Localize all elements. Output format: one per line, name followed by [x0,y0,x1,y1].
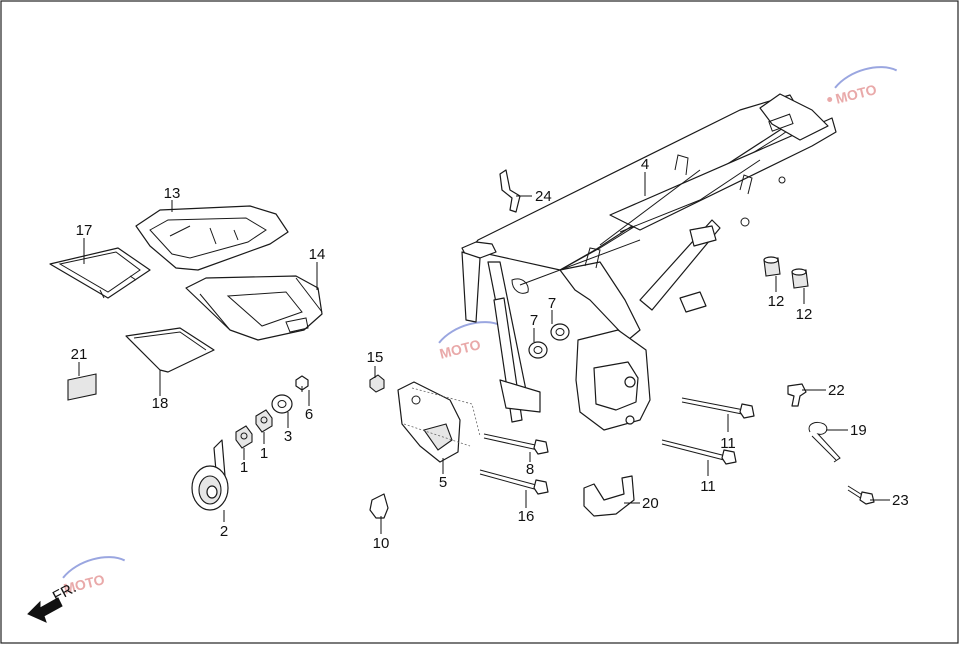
callout-18: 18 [152,395,169,412]
callout-12b: 12 [796,306,813,323]
callout-11: 11 [720,435,736,452]
part-21-label [67,373,97,401]
callout-19: 19 [850,422,867,439]
part-12-rubber-b [791,268,809,289]
callout-1: 1 [240,459,248,476]
callout-15: 15 [367,349,384,366]
callout-17: 17 [76,222,93,239]
callout-23: 23 [892,492,909,509]
callout-11b: 11 [700,478,716,495]
part-22-fastener [787,383,807,407]
part-1-nut-b [255,409,273,433]
part-10-clip [369,493,389,519]
callout-6: 6 [305,406,313,423]
callout-12: 12 [768,293,785,310]
callout-10: 10 [373,535,390,552]
callout-1b: 1 [260,445,268,462]
watermark-center: MOTO [438,321,502,362]
main-frame [461,93,837,431]
callout-2: 2 [220,523,228,540]
callout-14: 14 [309,246,326,263]
part-18-panel [125,327,215,373]
front-arrow-icon [27,597,63,623]
callout-8: 8 [526,461,534,478]
callout-3: 3 [284,428,292,445]
part-8-bolt [483,433,549,455]
watermark-text: MOTO [834,81,878,107]
callout-16: 16 [518,508,535,525]
leader-lines [78,172,890,534]
part-17-panel [49,247,151,299]
part-19-spring [808,421,841,463]
part-23-bolt [847,485,875,505]
part-12-rubber [763,256,781,277]
part-2-horn [191,439,229,511]
part-1-nut [235,425,253,449]
part-20-bracket [583,475,635,517]
part-7-bushing [528,341,548,359]
front-direction-indicator: FR. [27,579,79,623]
part-16-bolt [479,469,549,495]
callout-7: 7 [530,312,538,329]
callout-21: 21 [71,346,88,363]
part-24-bracket [499,169,521,213]
watermark-text: MOTO [438,336,482,362]
callout-4: 4 [641,156,649,173]
callout-20: 20 [642,495,659,512]
callout-7b: 7 [548,295,556,312]
part-14-cover [185,275,323,341]
part-6-bolt [295,375,309,392]
part-11-bolt [681,397,755,419]
callout-13: 13 [164,185,181,202]
part-13-side-cover [135,205,289,271]
callout-24: 24 [535,188,552,205]
part-5-bracket [397,381,481,463]
watermark-top-right: MOTO [827,66,898,107]
part-3-grommet [271,394,293,414]
part-7-bushing-b [550,323,570,341]
part-11-bolt-b [661,439,737,465]
part-15-nut [369,374,385,393]
callout-labels: 4 13 17 14 21 18 15 6 3 1 1 2 5 8 16 10 … [71,156,909,552]
callout-5: 5 [439,474,447,491]
callout-22: 22 [828,382,845,399]
